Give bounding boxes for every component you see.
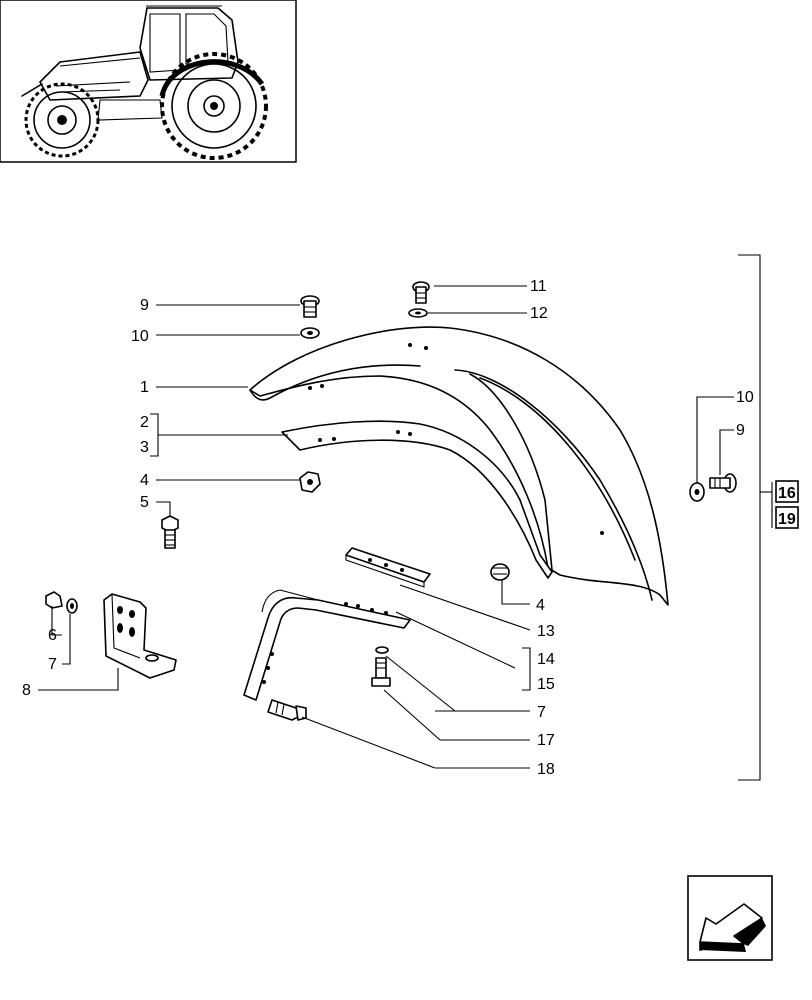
bolt-part-9-left <box>300 295 320 318</box>
washer-part-10-left <box>300 327 320 339</box>
callout-3: 3 <box>140 439 149 456</box>
washer-part-7-right <box>375 646 389 654</box>
callout-4-lower: 4 <box>536 597 545 614</box>
callout-9-right: 9 <box>736 422 745 439</box>
tractor-thumbnail <box>0 0 297 163</box>
reference-16[interactable]: 16 <box>778 485 796 502</box>
thumbnail-frame <box>0 0 297 163</box>
leader-lines <box>38 254 773 781</box>
support-arm-part-14-15 <box>243 589 411 701</box>
reference-boxes[interactable]: 16 19 <box>775 480 799 529</box>
bolt-part-9-right <box>709 473 737 493</box>
bracket-part-8 <box>103 593 177 679</box>
callout-10: 10 <box>131 328 149 345</box>
callout-15: 15 <box>537 676 555 693</box>
reference-box-16[interactable] <box>775 480 799 503</box>
reference-box-19[interactable] <box>775 506 799 529</box>
callout-1: 1 <box>140 379 149 396</box>
fender-part-1 <box>249 326 669 606</box>
callout-10-right: 10 <box>736 389 754 406</box>
nut-part-4-upper <box>299 471 321 493</box>
next-page-arrow-icon <box>699 903 766 952</box>
next-page-button[interactable] <box>687 875 773 961</box>
callout-2: 2 <box>140 414 149 431</box>
washer-part-12 <box>408 308 428 318</box>
bolt-part-11 <box>412 281 430 304</box>
washer-part-10-right <box>689 482 705 502</box>
callout-5: 5 <box>140 494 149 511</box>
washer-part-7-left <box>66 598 78 614</box>
callout-17: 17 <box>537 732 555 749</box>
bolt-part-17 <box>371 657 391 687</box>
callout-8: 8 <box>22 682 31 699</box>
callout-18: 18 <box>537 761 555 778</box>
callout-4-upper: 4 <box>140 472 149 489</box>
callout-6: 6 <box>48 627 57 644</box>
bolt-part-5 <box>161 515 179 549</box>
tractor-icon <box>21 5 268 160</box>
reference-19[interactable]: 19 <box>778 511 796 528</box>
callout-7-right: 7 <box>537 704 546 721</box>
callout-labels: 9 10 1 2 3 4 5 11 12 4 6 7 8 13 14 15 7 … <box>22 278 754 778</box>
callout-14: 14 <box>537 651 555 668</box>
spacer-part-6 <box>45 591 63 609</box>
bolt-part-18 <box>267 699 307 721</box>
callout-9: 9 <box>140 297 149 314</box>
nut-part-4-lower <box>490 563 510 581</box>
plate-part-13 <box>345 547 431 588</box>
callout-7-left: 7 <box>48 656 57 673</box>
callout-12: 12 <box>530 305 548 322</box>
fender-assembly <box>249 326 669 606</box>
callout-11: 11 <box>530 278 547 295</box>
callout-13: 13 <box>537 623 555 640</box>
